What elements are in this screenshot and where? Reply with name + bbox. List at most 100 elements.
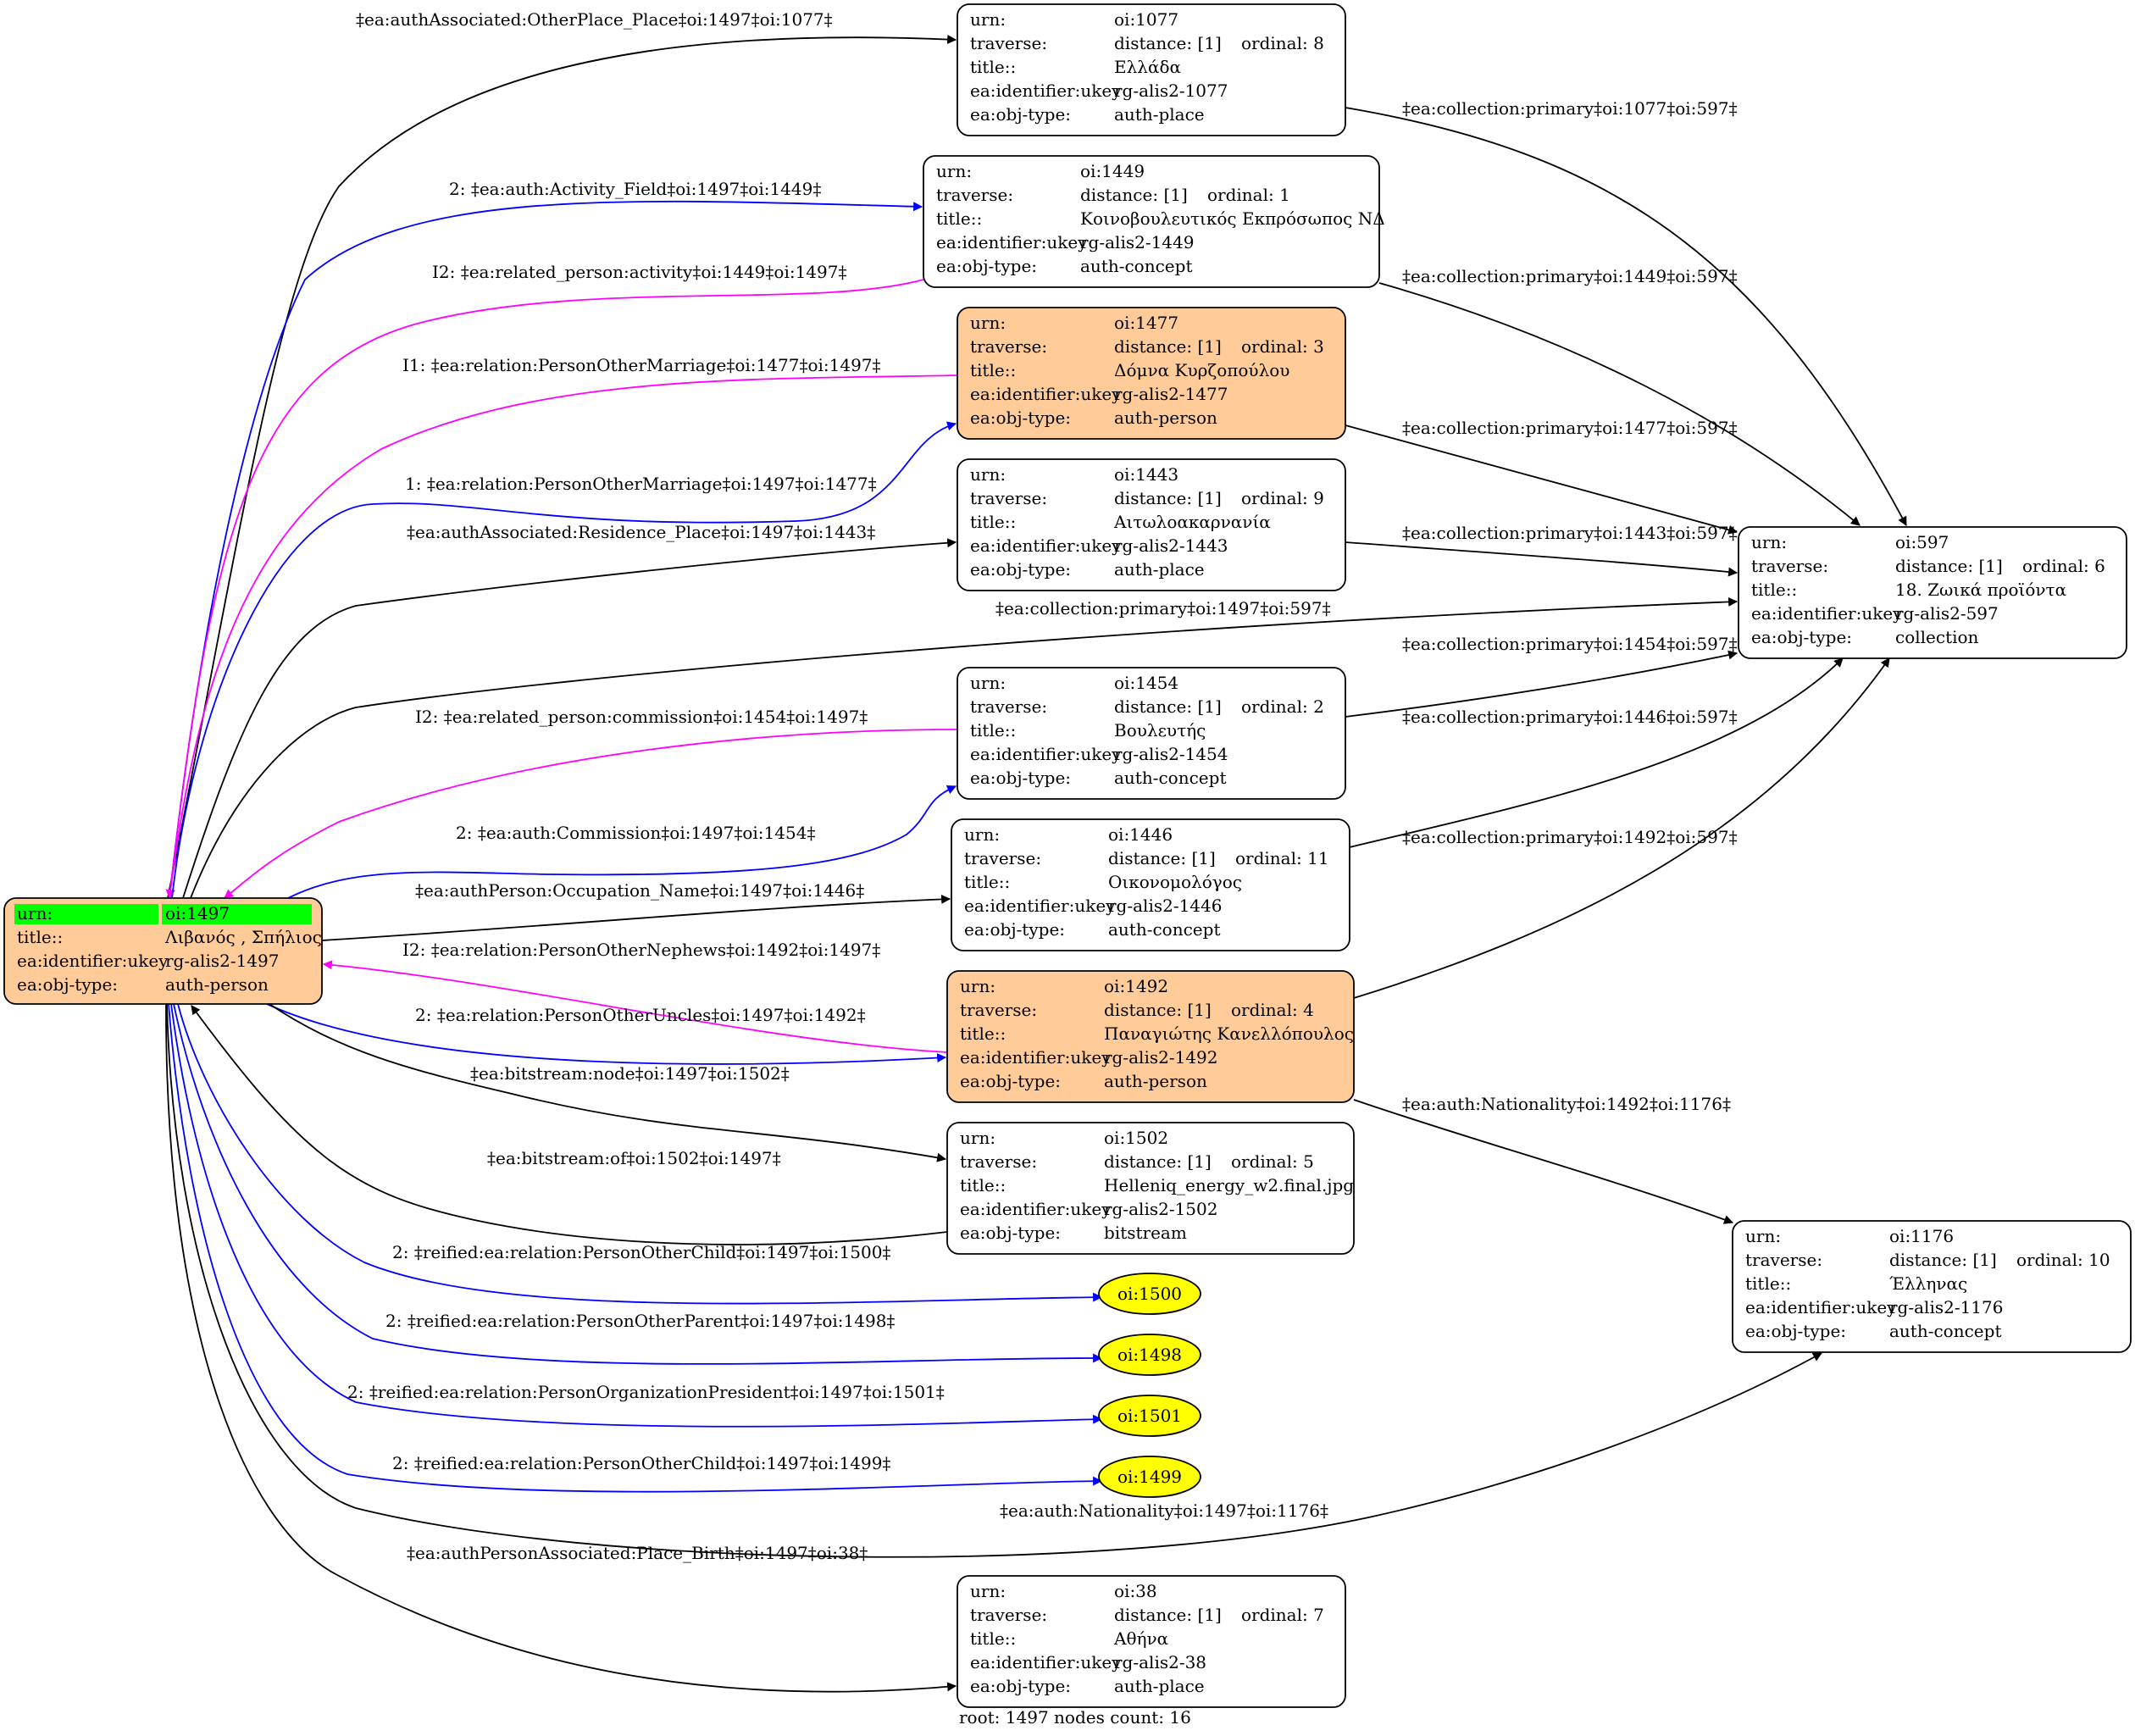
node-field-key: urn: [936, 161, 972, 181]
node-field-value: distance: [1] [1114, 488, 1222, 508]
node-field-value: Παναγιώτης Κανελλόπουλος [1104, 1023, 1354, 1044]
node-field-key: ea:identifier:ukey [970, 535, 1122, 556]
node-field-value: Ελλάδα [1114, 57, 1181, 77]
node-field-value: distance: [1] [1104, 1000, 1212, 1020]
node-field-ordinal: ordinal: 5 [1231, 1151, 1314, 1172]
edge-label-e1: ‡ea:authAssociated:OtherPlace_Place‡oi:1… [356, 9, 833, 30]
edge-e19 [166, 1003, 1822, 1558]
edge-e27 [1353, 657, 1890, 999]
node-oi-1501[interactable]: oi:1501 [1098, 1395, 1201, 1437]
node-field-key: traverse: [1751, 556, 1828, 576]
node-field-key: urn: [17, 903, 53, 923]
node-field-key: urn: [960, 976, 995, 996]
node-field-value: oi:1443 [1114, 464, 1178, 485]
node-box [957, 1575, 1346, 1708]
node-box [951, 818, 1350, 951]
node-field-key: ea:identifier:ukey [1745, 1297, 1897, 1317]
node-field-key: urn: [964, 824, 1000, 845]
edge-e25 [1345, 650, 1738, 718]
node-field-value: auth-place [1114, 104, 1205, 125]
edge-e12 [266, 1003, 947, 1065]
node-field-value: oi:38 [1114, 1581, 1157, 1601]
node-field-value: rg-alis2-1454 [1114, 744, 1228, 764]
node-field-key: traverse: [1745, 1250, 1822, 1270]
node-field-key: ea:identifier:ukey [970, 80, 1122, 101]
node-field-key: ea:obj-type: [970, 768, 1071, 788]
node-field-ordinal: ordinal: 11 [1235, 848, 1329, 868]
node-field-key: title:: [970, 1628, 1016, 1649]
node-label: oi:1498 [1117, 1345, 1182, 1365]
edge-e23 [1345, 424, 1738, 535]
node-field-key: title:: [964, 872, 1010, 892]
node-field-key: ea:obj-type: [960, 1223, 1061, 1243]
node-oi-1498[interactable]: oi:1498 [1098, 1334, 1201, 1376]
node-oi-1499[interactable]: oi:1499 [1098, 1456, 1201, 1498]
edge-label-e20: ‡ea:authPersonAssociated:Place_Birth‡oi:… [407, 1543, 868, 1563]
root-header-key-bg [14, 904, 158, 924]
node-field-value: auth-concept [1080, 256, 1192, 276]
edge-label-e28: ‡ea:auth:Nationality‡oi:1492‡oi:1176‡ [1402, 1094, 1731, 1114]
node-field-value: oi:1449 [1080, 161, 1145, 181]
node-field-value: distance: [1] [1114, 33, 1222, 53]
node-field-key: title:: [1751, 580, 1797, 600]
node-field-key: urn: [970, 464, 1006, 485]
node-field-key: ea:obj-type: [964, 919, 1065, 940]
edge-e2 [169, 200, 923, 899]
edge-e10 [321, 894, 951, 941]
edge-label-e16: 2: ‡reified:ea:relation:PersonOtherParen… [385, 1311, 895, 1331]
edge-label-e4: I1: ‡ea:relation:PersonOtherMarriage‡oi:… [402, 355, 881, 375]
edge-e26 [1349, 657, 1844, 848]
node-field-value: rg-alis2-1497 [165, 951, 279, 971]
edge-label-e23: ‡ea:collection:primary‡oi:1477‡oi:597‡ [1402, 418, 1738, 438]
node-field-key: traverse: [970, 488, 1047, 508]
edges-layer [165, 35, 1907, 1693]
node-field-key: traverse: [964, 848, 1041, 868]
node-field-value: Αθήνα [1113, 1628, 1168, 1649]
node-field-value: oi:1497 [165, 903, 230, 923]
node-box [1738, 526, 2127, 659]
node-field-value: oi:1077 [1114, 9, 1178, 30]
node-field-key: ea:obj-type: [1751, 627, 1852, 647]
node-field-key: ea:obj-type: [17, 974, 118, 995]
node-field-key: traverse: [970, 696, 1047, 717]
node-field-value: oi:1492 [1104, 976, 1168, 996]
node-field-ordinal: ordinal: 8 [1241, 33, 1324, 53]
node-field-key: ea:identifier:ukey [17, 951, 169, 971]
edge-e17 [170, 1003, 1103, 1428]
node-field-key: ea:obj-type: [970, 559, 1071, 580]
edge-label-e14: ‡ea:bitstream:of‡oi:1502‡oi:1497‡ [487, 1148, 781, 1168]
node-field-key: ea:obj-type: [970, 408, 1071, 428]
edge-label-e2: 2: ‡ea:auth:Activity_Field‡oi:1497‡oi:14… [449, 179, 821, 199]
node-oi-1500[interactable]: oi:1500 [1098, 1273, 1201, 1315]
edge-e4 [165, 374, 958, 900]
edge-e21 [1345, 107, 1907, 526]
node-box [3, 897, 323, 1005]
node-field-value: distance: [1] [1114, 336, 1222, 357]
node-ellipse [1098, 1456, 1201, 1498]
node-field-ordinal: ordinal: 10 [2016, 1250, 2110, 1270]
node-field-ordinal: ordinal: 2 [1241, 696, 1324, 717]
node-field-key: ea:identifier:ukey [936, 232, 1088, 252]
node-field-ordinal: ordinal: 4 [1231, 1000, 1314, 1020]
edge-label-e11: I2: ‡ea:relation:PersonOtherNephews‡oi:1… [402, 940, 880, 960]
node-field-value: rg-alis2-1443 [1114, 535, 1228, 556]
node-field-value: Βουλευτής [1114, 720, 1206, 740]
node-field-value: distance: [1] [1895, 556, 2003, 576]
node-field-key: ea:obj-type: [970, 104, 1071, 125]
node-field-value: Κοινοβουλευτικός Εκπρόσωπος ΝΔ [1080, 208, 1385, 229]
node-field-ordinal: ordinal: 1 [1207, 185, 1290, 205]
node-field-value: distance: [1] [1108, 848, 1216, 868]
